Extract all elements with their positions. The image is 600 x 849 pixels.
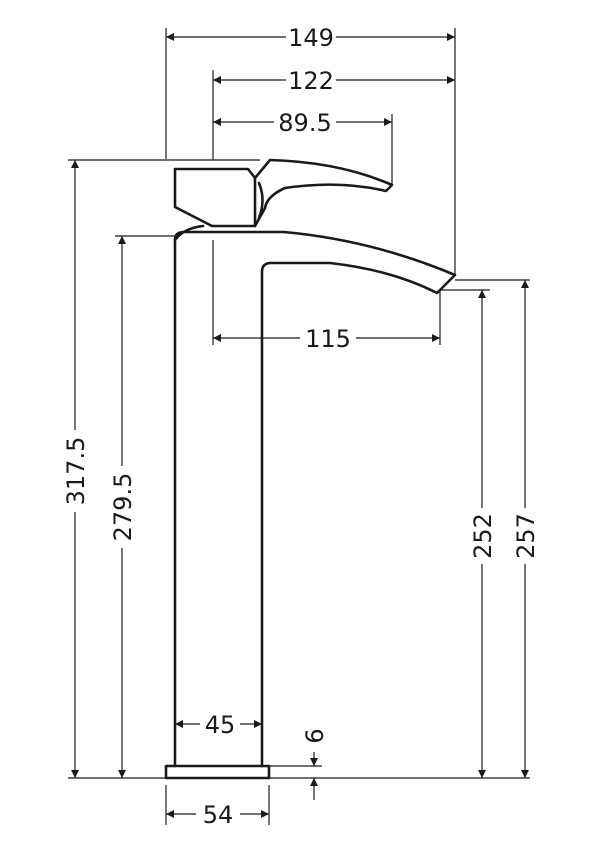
dimension-lines — [71, 33, 529, 818]
lever-arm — [253, 158, 394, 228]
label-base-width: 54 — [203, 801, 234, 829]
dimension-labels: 149 122 89.5 115 45 54 317.5 279.5 252 2… — [62, 24, 540, 829]
label-outlet-height: 252 — [469, 513, 497, 559]
label-spout-reach: 115 — [305, 325, 351, 353]
extension-lines — [68, 28, 530, 825]
cartridge-cap — [257, 181, 264, 220]
label-overall-height: 317.5 — [62, 437, 90, 506]
label-overall-width: 149 — [288, 24, 334, 52]
cartridge-collar — [173, 224, 205, 242]
label-lever-length: 89.5 — [278, 109, 331, 137]
label-body-width: 45 — [205, 711, 236, 739]
tap-body-spout — [173, 230, 457, 768]
tap-outline — [164, 158, 457, 780]
base-plate — [164, 764, 271, 780]
label-base-thickness: 6 — [301, 728, 329, 743]
label-body-height: 279.5 — [109, 473, 137, 542]
label-lever-reach: 122 — [288, 67, 334, 95]
label-spout-top-height: 257 — [512, 513, 540, 559]
lever-handle — [173, 167, 257, 228]
